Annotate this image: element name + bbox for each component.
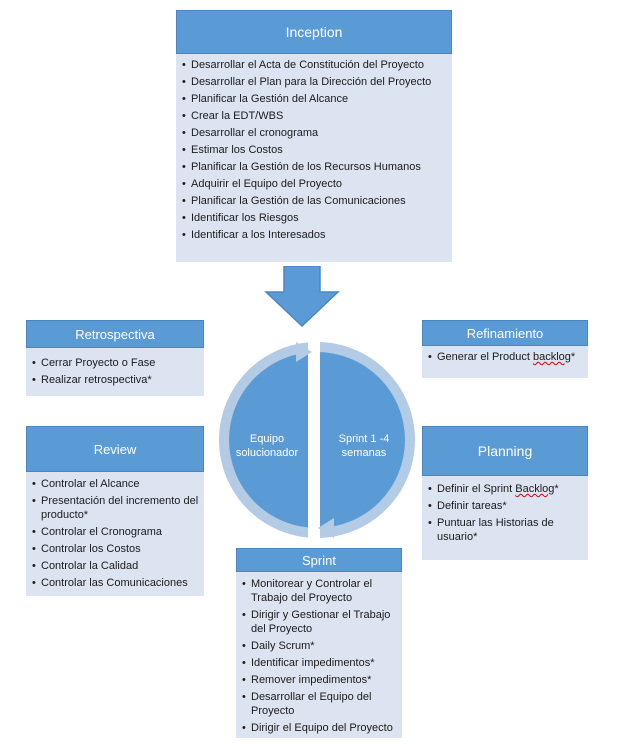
review-list: Controlar el Alcance Presentación del in… xyxy=(32,477,200,590)
review-item: Presentación del incremento del producto… xyxy=(32,494,200,522)
retrospectiva-item: Cerrar Proyecto o Fase xyxy=(32,356,200,370)
sprint-item: Identificar impedimentos* xyxy=(242,656,398,670)
inception-item: Planificar la Gestión de los Recursos Hu… xyxy=(182,160,448,174)
planning-item: Definir tareas* xyxy=(428,499,584,513)
retrospectiva-box: Retrospectiva Cerrar Proyecto o Fase Rea… xyxy=(26,320,204,396)
planning-item-text: Definir el Sprint xyxy=(437,483,516,495)
sprint-box: Sprint Monitorear y Controlar el Trabajo… xyxy=(236,548,402,738)
cycle-right-label-2: semanas xyxy=(342,447,387,459)
retrospectiva-list: Cerrar Proyecto o Fase Realizar retrospe… xyxy=(32,356,200,387)
inception-title: Inception xyxy=(176,10,452,54)
cycle-diagram: Equipo solucionador Sprint 1 -4 semanas xyxy=(219,334,415,544)
review-box: Review Controlar el Alcance Presentación… xyxy=(26,426,204,596)
review-item: Controlar las Comunicaciones xyxy=(32,576,200,590)
retrospectiva-item: Realizar retrospectiva* xyxy=(32,373,200,387)
sprint-item: Remover impedimentos* xyxy=(242,673,398,687)
sprint-title: Sprint xyxy=(236,548,402,572)
inception-item: Desarrollar el cronograma xyxy=(182,126,448,140)
refinamiento-item: Generar el Product backlog* xyxy=(428,350,584,364)
inception-box: Inception Desarrollar el Acta de Constit… xyxy=(176,10,452,262)
review-item: Controlar la Calidad xyxy=(32,559,200,573)
planning-body: Definir el Sprint Backlog* Definir tarea… xyxy=(422,476,588,560)
cycle-arrow-bottom-icon xyxy=(318,518,334,538)
cycle-arrow-top-icon xyxy=(296,342,312,362)
review-body: Controlar el Alcance Presentación del in… xyxy=(26,472,204,596)
inception-item: Planificar la Gestión de las Comunicacio… xyxy=(182,194,448,208)
refinamiento-body: Generar el Product backlog* xyxy=(422,346,588,378)
refinamiento-item-suffix: * xyxy=(570,351,576,363)
sprint-item: Monitorear y Controlar el Trabajo del Pr… xyxy=(242,577,398,605)
sprint-body: Monitorear y Controlar el Trabajo del Pr… xyxy=(236,572,402,738)
planning-item-suffix: * xyxy=(554,483,559,495)
inception-item: Estimar los Costos xyxy=(182,143,448,157)
refinamiento-list: Generar el Product backlog* xyxy=(428,350,584,364)
inception-item: Adquirir el Equipo del Proyecto xyxy=(182,177,448,191)
retrospectiva-body: Cerrar Proyecto o Fase Realizar retrospe… xyxy=(26,348,204,396)
planning-item-spell: Backlog xyxy=(515,483,555,495)
inception-item: Planificar la Gestión del Alcance xyxy=(182,92,448,106)
review-title: Review xyxy=(26,426,204,472)
review-item: Controlar el Cronograma xyxy=(32,525,200,539)
planning-title: Planning xyxy=(422,426,588,476)
inception-list: Desarrollar el Acta de Constitución del … xyxy=(182,58,448,242)
planning-item: Puntuar las Historias de usuario* xyxy=(428,516,584,544)
inception-item: Desarrollar el Plan para la Dirección de… xyxy=(182,75,448,89)
inception-item: Crear la EDT/WBS xyxy=(182,109,448,123)
inception-body: Desarrollar el Acta de Constitución del … xyxy=(176,54,452,262)
sprint-item: Dirigir el Equipo del Proyecto xyxy=(242,721,398,735)
sprint-list: Monitorear y Controlar el Trabajo del Pr… xyxy=(242,577,398,735)
planning-list: Definir el Sprint Backlog* Definir tarea… xyxy=(428,482,584,544)
down-arrow-icon xyxy=(264,266,340,328)
refinamiento-item-spell: backlog xyxy=(533,351,571,363)
inception-item: Identificar los Riesgos xyxy=(182,211,448,225)
refinamiento-title: Refinamiento xyxy=(422,320,588,346)
refinamiento-item-text: Generar el Product xyxy=(437,351,533,363)
inception-item: Desarrollar el Acta de Constitución del … xyxy=(182,58,448,72)
cycle-gap xyxy=(308,334,320,544)
review-item: Controlar los Costos xyxy=(32,542,200,556)
cycle-right-label-1: Sprint 1 -4 xyxy=(339,433,390,445)
cycle-left-label-1: Equipo xyxy=(250,433,284,445)
review-item: Controlar el Alcance xyxy=(32,477,200,491)
refinamiento-box: Refinamiento Generar el Product backlog* xyxy=(422,320,588,378)
planning-box: Planning Definir el Sprint Backlog* Defi… xyxy=(422,426,588,560)
inception-item: Identificar a los Interesados xyxy=(182,228,448,242)
retrospectiva-title: Retrospectiva xyxy=(26,320,204,348)
sprint-item: Desarrollar el Equipo del Proyecto xyxy=(242,690,398,718)
cycle-left-label-2: solucionador xyxy=(236,447,299,459)
planning-item: Definir el Sprint Backlog* xyxy=(428,482,584,496)
sprint-item: Daily Scrum* xyxy=(242,639,398,653)
sprint-item: Dirigir y Gestionar el Trabajo del Proye… xyxy=(242,608,398,636)
